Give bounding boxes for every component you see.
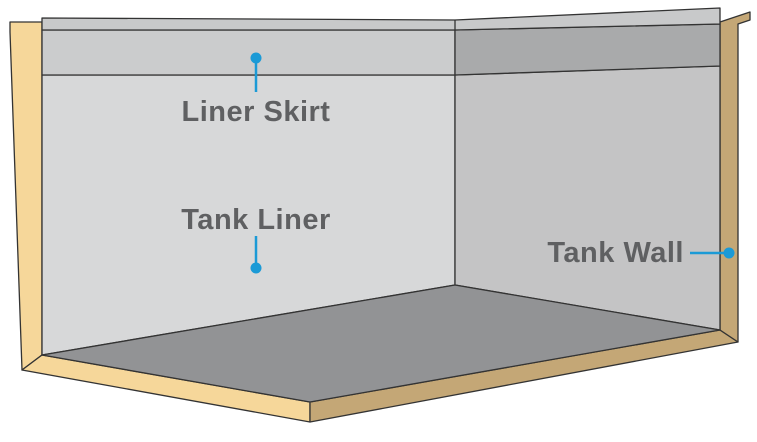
liner-rim	[41, 7, 721, 31]
tank-wall-dot	[723, 247, 735, 259]
tank-liner-floor	[41, 284, 721, 403]
tank-liner-right	[454, 65, 721, 331]
tank-liner-dot	[250, 262, 262, 274]
liner-skirt-right	[454, 23, 721, 76]
tank-wall-label: Tank Wall	[547, 237, 684, 269]
tank-wall-left	[9, 21, 43, 371]
tank-liner-label: Tank Liner	[181, 204, 331, 236]
liner-skirt-label: Liner Skirt	[182, 96, 331, 128]
liner-skirt-back	[41, 29, 456, 76]
tank-wall-right	[719, 11, 751, 343]
liner-skirt-dot	[250, 52, 262, 64]
